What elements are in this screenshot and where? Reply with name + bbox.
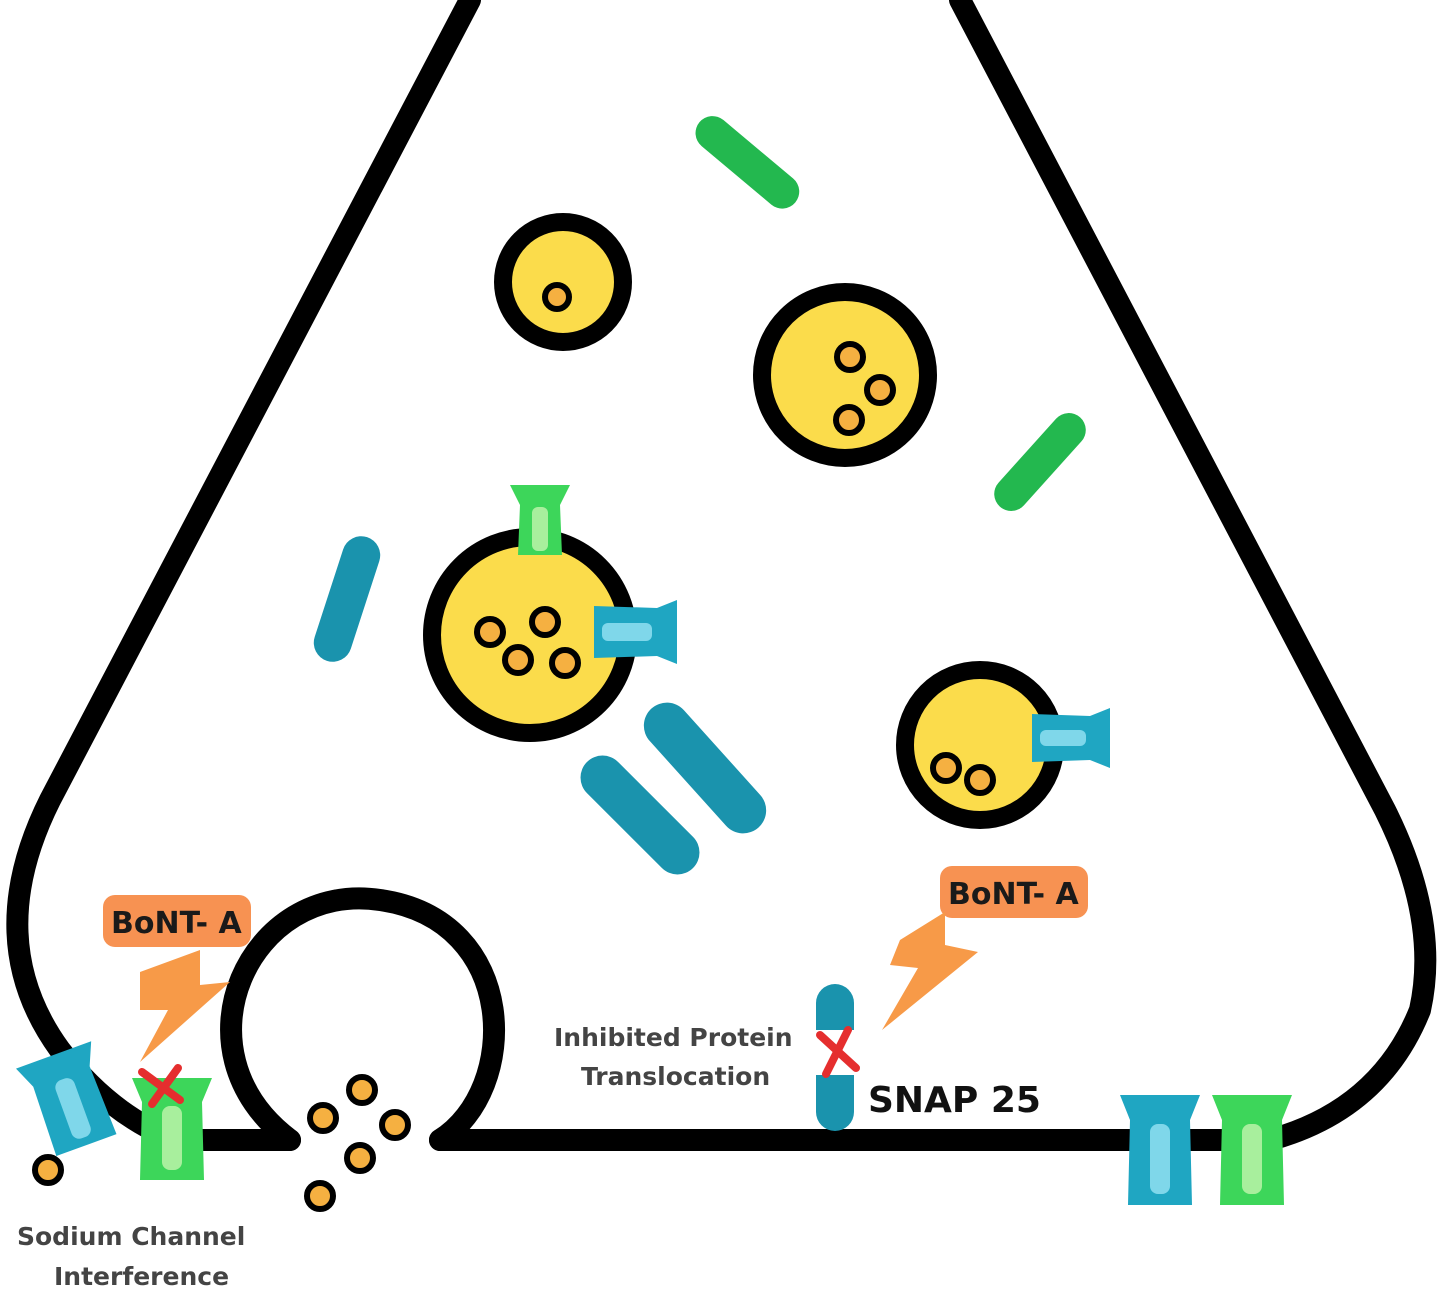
neurotransmitter <box>542 282 572 312</box>
lightning-bolt-icon <box>140 950 230 1062</box>
snap25-label: SNAP 25 <box>868 1080 1041 1121</box>
fusing-vesicle <box>220 887 506 1151</box>
neurotransmitter <box>864 374 896 406</box>
neurotransmitter <box>930 752 962 784</box>
green-snare-protein <box>695 116 800 209</box>
synaptic-vesicle <box>494 213 632 351</box>
ion-channel-icon <box>510 485 570 555</box>
neurotransmitter <box>474 616 506 648</box>
nerve-terminal-membrane <box>6 0 1437 1151</box>
bont-label-right: BoNT- A <box>948 877 1080 912</box>
neurotransmitter <box>529 606 561 638</box>
neurotransmitter <box>833 404 865 436</box>
ion-channel-icon <box>594 600 677 664</box>
red-x-icon <box>816 1026 860 1078</box>
neurotransmitter <box>964 764 996 796</box>
ion-channel-icon <box>1120 1095 1200 1205</box>
lightning-bolt-icon <box>882 912 978 1030</box>
ion-channel-icon <box>15 1041 117 1157</box>
teal-snare-protein <box>580 755 700 875</box>
neurotransmitter <box>549 647 581 679</box>
bont-badge <box>940 866 1088 918</box>
ion-channel-icon <box>1032 708 1110 768</box>
sodium-label-line1: Sodium Channel <box>17 1222 245 1251</box>
neurotransmitter <box>502 644 534 676</box>
synaptic-vesicle <box>753 283 937 467</box>
neurotransmitter <box>834 341 866 373</box>
red-x-icon <box>138 1064 184 1108</box>
snap25-protein <box>816 984 854 1131</box>
released-neurotransmitters <box>32 1074 411 1212</box>
teal-snare-protein <box>643 702 767 834</box>
sodium-label-line2: Interference <box>54 1262 229 1291</box>
bont-badge <box>103 895 251 947</box>
inhibited-label-line2: Translocation <box>581 1062 770 1091</box>
ion-channel-icon <box>1212 1095 1292 1205</box>
inhibited-label-line1: Inhibited Protein <box>554 1023 793 1052</box>
green-snare-protein <box>994 413 1086 511</box>
bont-label-left: BoNT- A <box>111 906 243 941</box>
teal-snare-protein <box>313 536 381 662</box>
